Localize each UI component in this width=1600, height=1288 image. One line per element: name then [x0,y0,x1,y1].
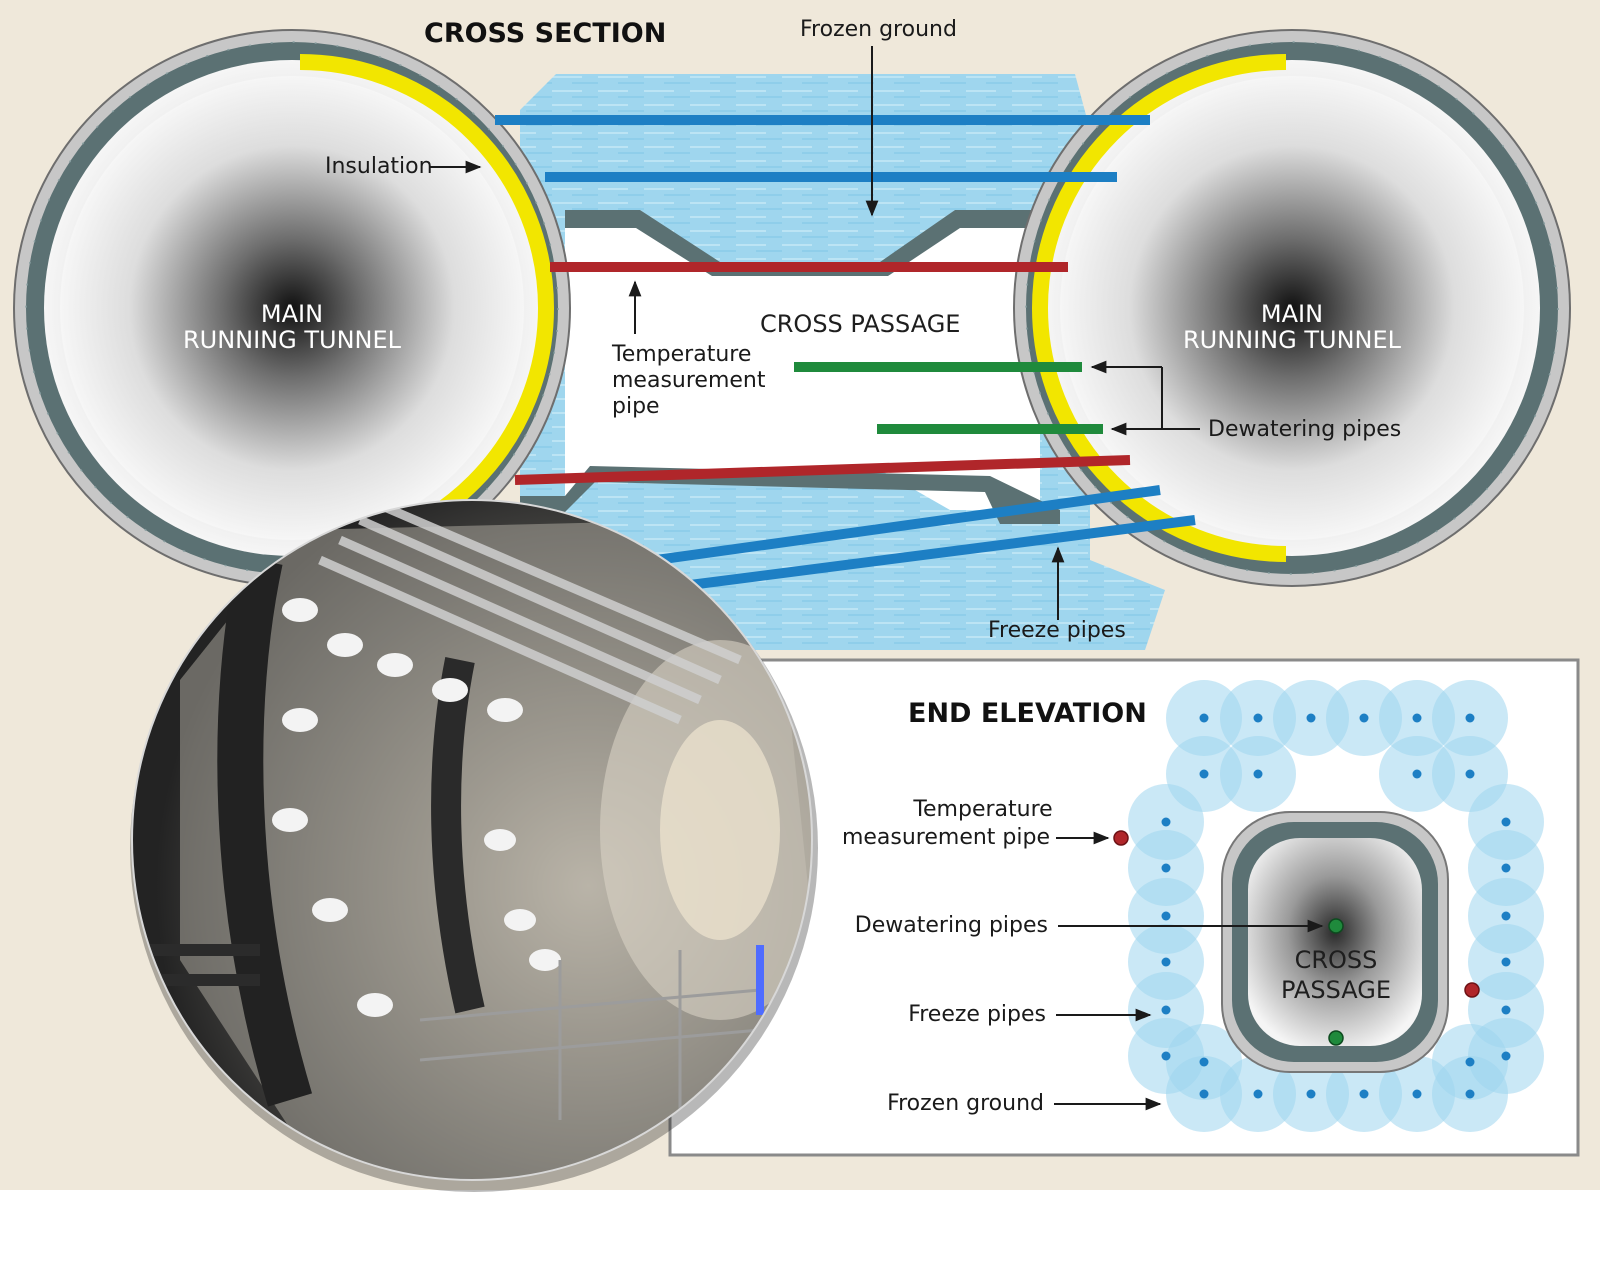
cross-passage-opening [565,210,1040,510]
freeze-pipe-dot [1306,713,1316,723]
right-tunnel-label-line1: MAIN [1261,300,1323,328]
freeze-pipe-dot [1199,713,1209,723]
left-tunnel-label-line2: RUNNING TUNNEL [183,326,402,354]
freeze-pipe-dot [1161,957,1171,967]
temp-pipe-label-line2: measurement [612,368,766,393]
end-passage-label-line2: PASSAGE [1281,976,1391,1004]
white-footer [0,1190,1600,1288]
freeze-pipe-dot [1501,957,1511,967]
end-elevation-panel: END ELEVATION CROSS PASSAGE Temperature … [668,658,1580,1157]
end-passage-label-line1: CROSS [1295,946,1378,974]
temp-pipe-label-line3: pipe [612,394,660,419]
freeze-pipes-label: Freeze pipes [988,618,1126,643]
freeze-pipe-dot [1161,817,1171,827]
frozen-ground-label: Frozen ground [800,17,957,42]
end-temp-label-line2: measurement pipe [842,825,1050,850]
freeze-pipe-dot [1501,911,1511,921]
freeze-pipe-dot [1199,769,1209,779]
freeze-pipe-dot [1465,769,1475,779]
freeze-pipe-dots [1161,713,1511,1099]
temperature-pipes [514,262,1131,485]
tunnel-photo-inset [130,499,818,1192]
freeze-pipe-dot [1161,1005,1171,1015]
freeze-pipe-dot [1465,1057,1475,1067]
end-freeze-label: Freeze pipes [908,1002,1046,1027]
dewatering-arrows [1090,360,1200,436]
freeze-pipe-dot [1501,863,1511,873]
passage-lining-bottom [520,466,1060,524]
freeze-pipe-dot [1199,1057,1209,1067]
freeze-pipe-dot [1412,713,1422,723]
cross-section-title: CROSS SECTION [424,18,666,49]
freeze-pipe-dot [1161,911,1171,921]
temperature-pipe [514,455,1131,485]
freeze-pipe-dot [1465,713,1475,723]
passage-interior [1248,838,1422,1046]
right-tunnel-label-line2: RUNNING TUNNEL [1183,326,1402,354]
freeze-pipe-dot [1161,863,1171,873]
dewatering-label: Dewatering pipes [1208,417,1401,442]
freeze-pipe-dot [1359,713,1369,723]
dewatering-pipe-dot [1328,1030,1344,1046]
freeze-pipe-dot [1412,1089,1422,1099]
freeze-pipe [619,485,1161,570]
freeze-pipe-dot [1501,1005,1511,1015]
freeze-pipe-dot [1465,1089,1475,1099]
dewatering-pipes [794,362,1103,434]
right-main-tunnel [1013,29,1571,587]
freeze-pipe-dot [1253,713,1263,723]
dewatering-pipe-dot [1328,918,1344,934]
temp-pipe-label-line1: Temperature [611,342,751,367]
freeze-pipe-dot [1501,817,1511,827]
insulation-label: Insulation [325,154,433,179]
temperature-pipe-dot [1113,830,1129,846]
freeze-pipe-dot [1306,1089,1316,1099]
freeze-pipe-dot [1253,769,1263,779]
end-dewatering-label: Dewatering pipes [855,913,1048,938]
left-main-tunnel [13,29,571,587]
end-temp-label-line1: Temperature [912,797,1052,822]
freeze-pipe-dot [1199,1089,1209,1099]
freeze-pipes [495,115,1196,590]
freeze-pipe-dot [1412,769,1422,779]
left-tunnel-label-line1: MAIN [261,300,323,328]
freeze-pipe-dot [1359,1089,1369,1099]
temperature-pipe-dot [1464,982,1480,998]
freeze-pipe-dot [1501,1051,1511,1061]
freeze-pipe-dot [1253,1089,1263,1099]
cross-passage-label: CROSS PASSAGE [760,310,960,338]
freeze-pipe-dot [1161,1051,1171,1061]
freeze-pipe [689,515,1196,590]
end-frozen-label: Frozen ground [887,1091,1044,1116]
end-elevation-title: END ELEVATION [908,698,1147,729]
